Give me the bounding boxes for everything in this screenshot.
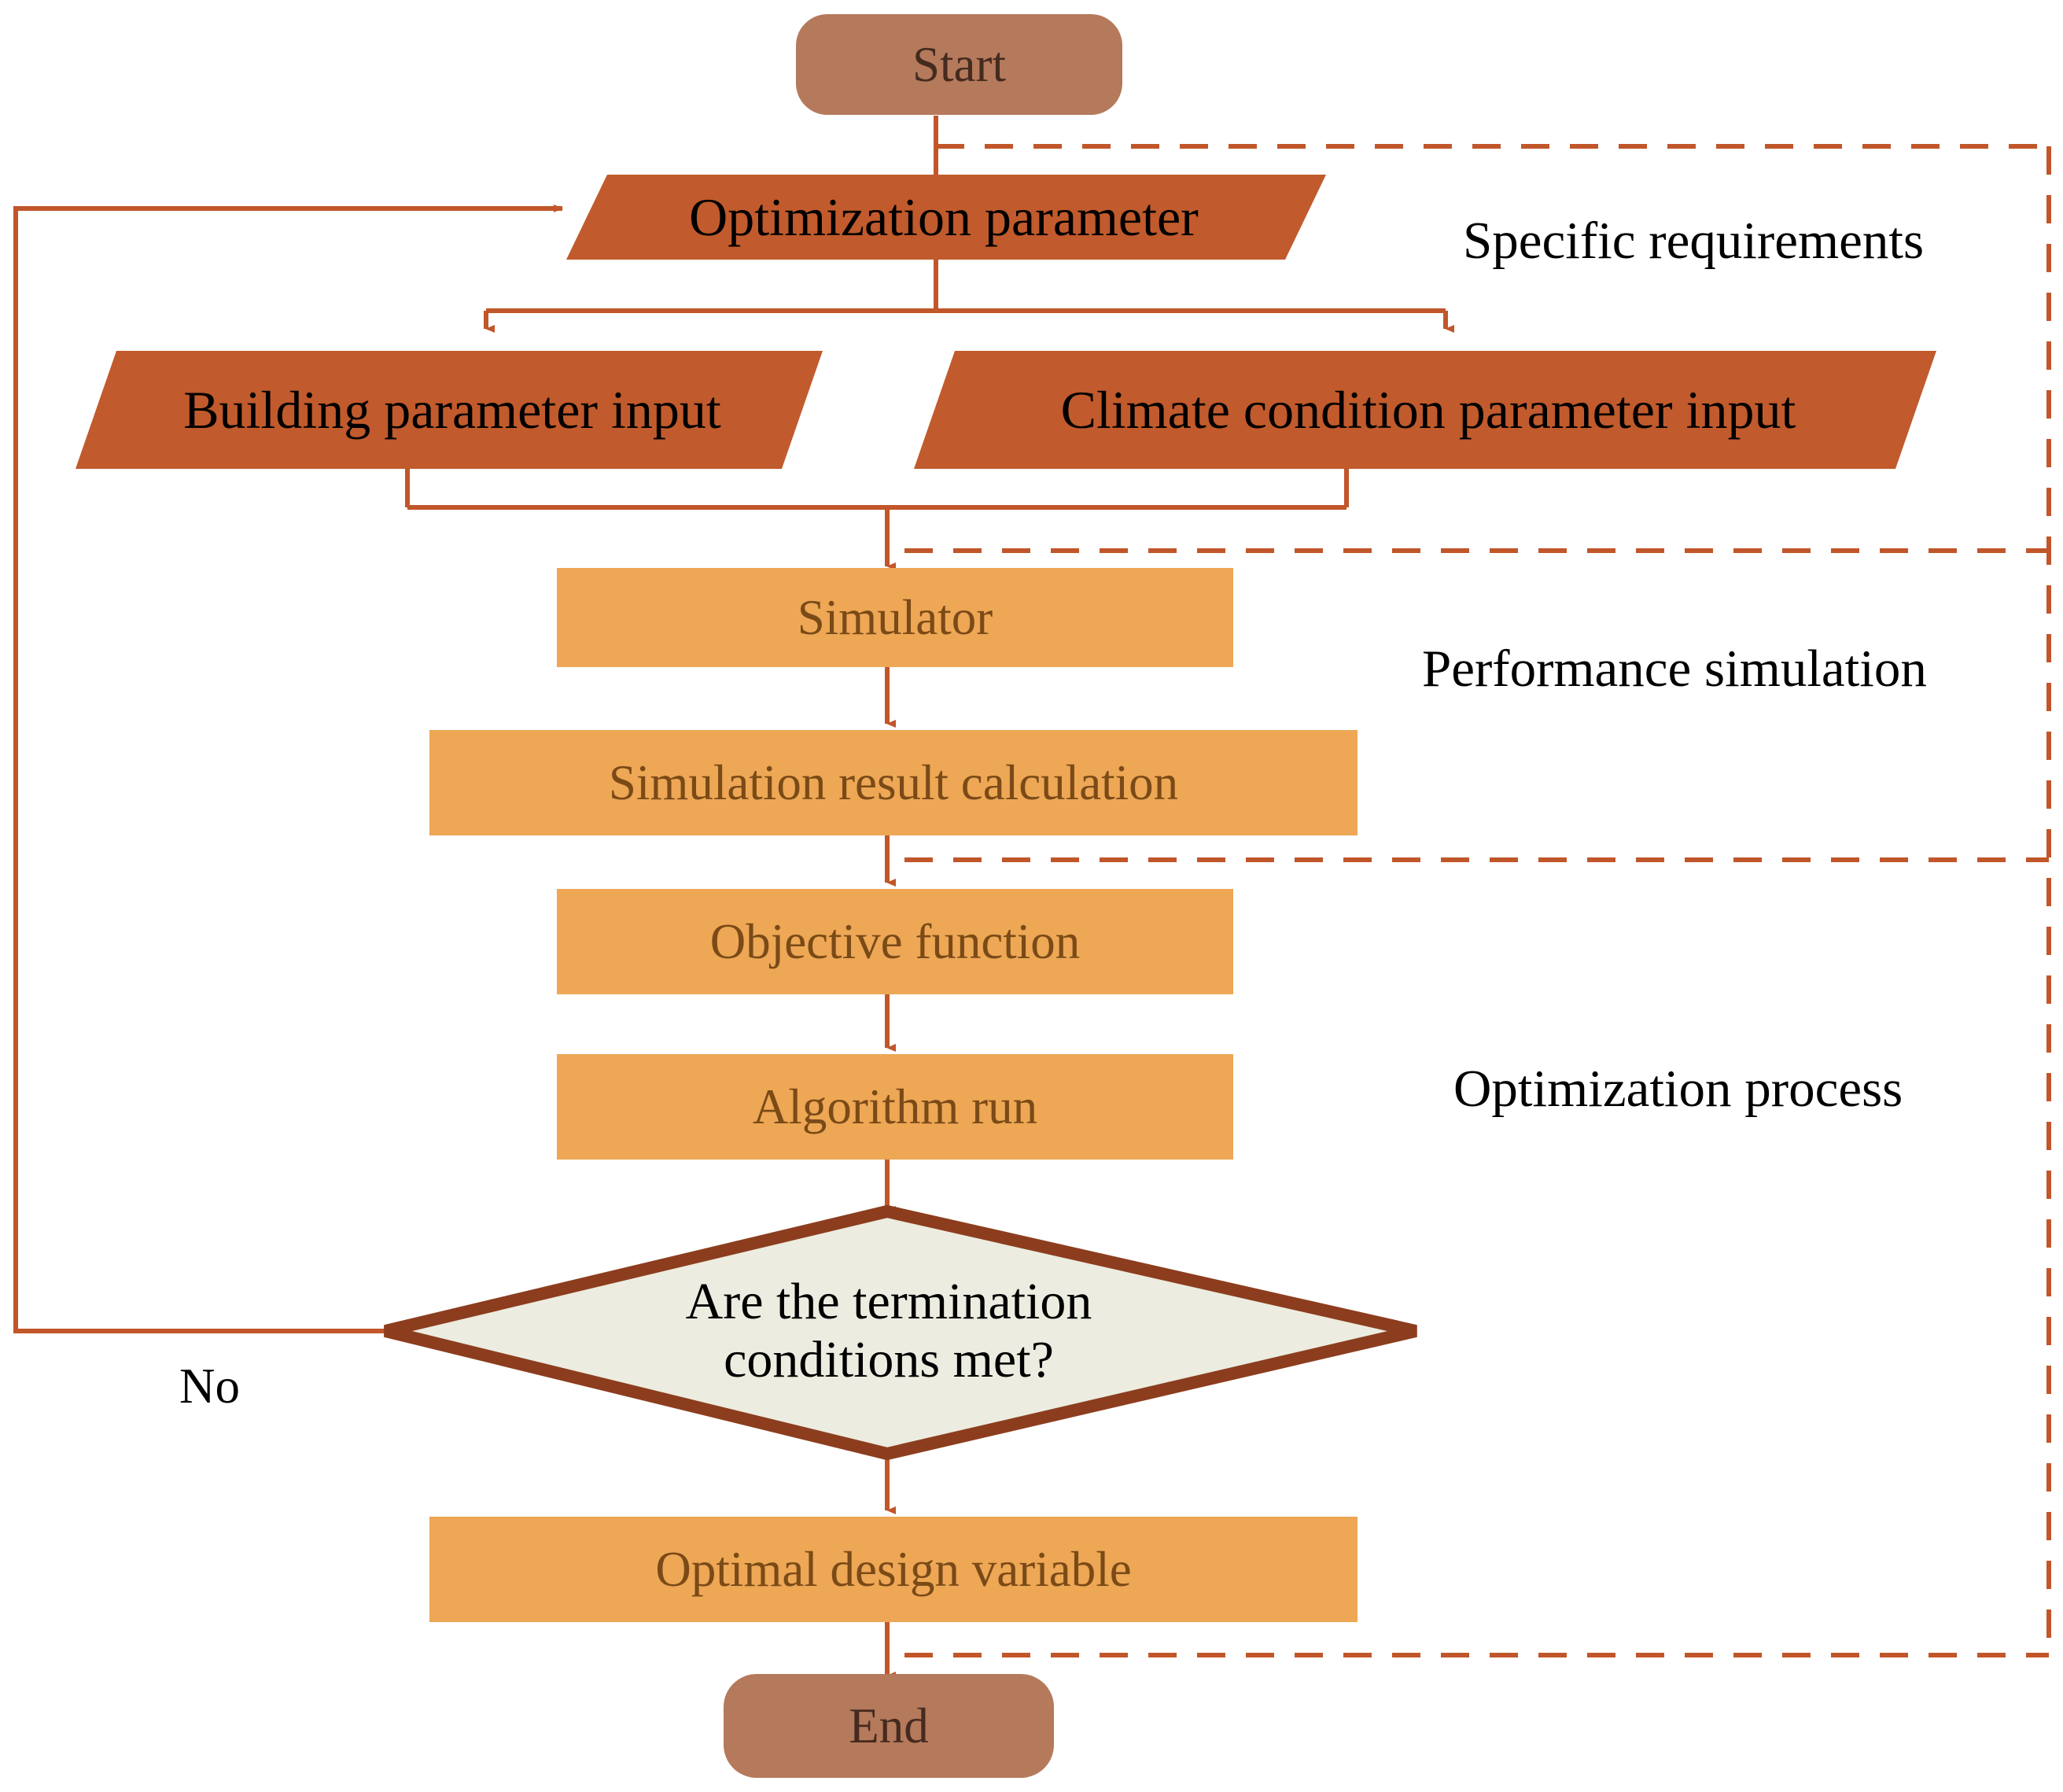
node-start-shape [796, 14, 1122, 115]
edge-label-no: No [179, 1359, 240, 1414]
section-label-specific-requirements: Specific requirements [1463, 212, 1925, 270]
node-end-shape [724, 1674, 1054, 1778]
connector-lines [13, 116, 1454, 1680]
node-building-shape [76, 351, 823, 469]
section-divider-lines [904, 144, 2051, 1657]
node-sim-result-shape [429, 730, 1358, 835]
section-label-performance-simulation: Performance simulation [1422, 640, 1927, 698]
node-optimal-shape [429, 1517, 1358, 1622]
node-algorithm-shape [557, 1054, 1233, 1160]
node-climate-shape [914, 351, 1936, 469]
node-objective-shape [557, 889, 1233, 994]
node-opt-param-shape [566, 175, 1326, 260]
node-termination-shape [384, 1204, 1417, 1461]
node-simulator-shape [557, 568, 1233, 667]
section-label-optimization-process: Optimization process [1453, 1060, 1903, 1118]
edge-no-feedback-loop [13, 205, 563, 1333]
